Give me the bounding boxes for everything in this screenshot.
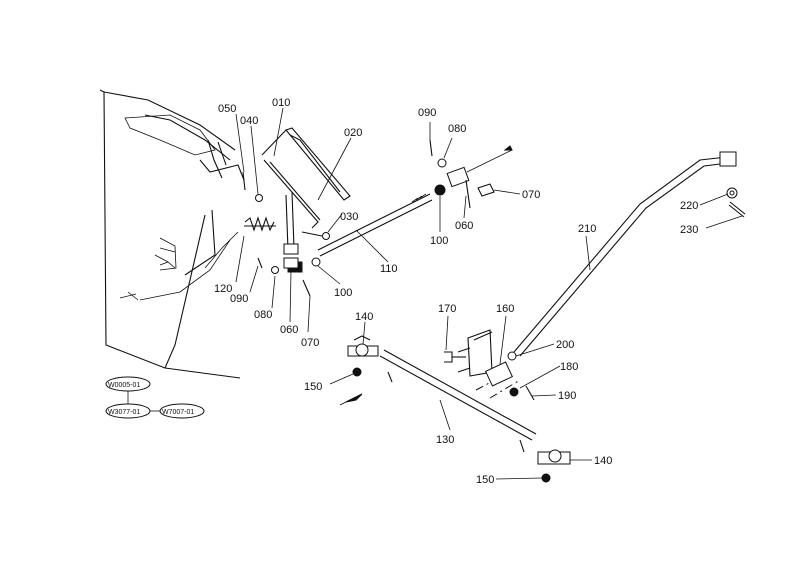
callout-150-right: 150 (476, 474, 494, 486)
reference-diagram-links: W0005-01 W3077-01 W7007-01 (105, 376, 205, 419)
callout-190: 190 (558, 390, 576, 402)
callout-180: 180 (560, 361, 578, 373)
return-spring (204, 216, 276, 269)
bracket-140-left (347, 335, 379, 377)
callout-100-right: 100 (430, 235, 448, 247)
callout-050: 050 (218, 103, 236, 115)
callout-230: 230 (680, 224, 698, 236)
callout-100-left: 100 (334, 287, 352, 299)
callout-220: 220 (680, 200, 698, 212)
reference-label-1: W0005-01 (108, 382, 140, 389)
callout-140-left: 140 (355, 311, 373, 323)
callout-090-right: 090 (418, 107, 436, 119)
callout-010: 010 (272, 97, 290, 109)
callout-070-left: 070 (301, 337, 319, 349)
callout-130: 130 (436, 434, 454, 446)
leader-lines (235, 107, 743, 480)
reference-label-3: W7007-01 (162, 409, 194, 416)
callout-210: 210 (578, 223, 596, 235)
floor-panel (99, 89, 245, 379)
reference-label-2: W3077-01 (108, 409, 140, 416)
callout-160: 160 (496, 303, 514, 315)
callout-200: 200 (556, 339, 574, 351)
callout-090-left: 090 (230, 293, 248, 305)
callout-170: 170 (438, 303, 456, 315)
callout-120: 120 (214, 283, 232, 295)
yoke-assembly-upper (429, 139, 513, 209)
rod-110 (317, 193, 433, 257)
reference-oval-3[interactable] (159, 403, 205, 419)
callout-060-right: 060 (455, 220, 473, 232)
rod-210 (513, 151, 746, 357)
callout-150-left: 150 (304, 381, 322, 393)
center-lever-parts (444, 329, 535, 401)
callout-020: 020 (344, 127, 362, 139)
callout-030: 030 (340, 211, 358, 223)
callout-140-right: 140 (594, 455, 612, 467)
callout-060-left: 060 (280, 324, 298, 336)
accelerator-pedal (261, 127, 351, 255)
callouts: 010 020 030 040 050 060 070 080 090 100 … (214, 97, 698, 486)
callout-110: 110 (380, 263, 398, 275)
callout-080-right: 080 (448, 123, 466, 135)
pedal-hardware (242, 171, 330, 297)
callout-080-left: 080 (254, 309, 272, 321)
callout-070-right: 070 (522, 189, 540, 201)
callout-040: 040 (240, 115, 258, 127)
bracket-140-right (537, 449, 571, 483)
